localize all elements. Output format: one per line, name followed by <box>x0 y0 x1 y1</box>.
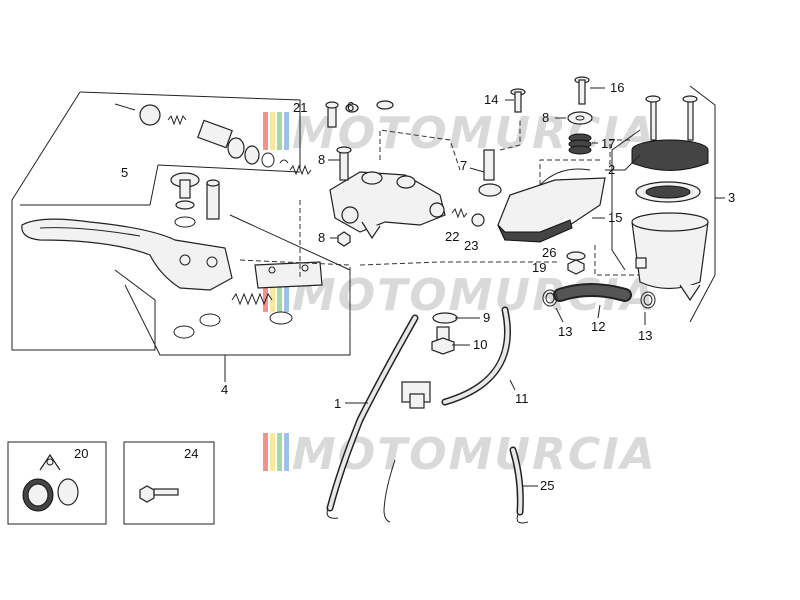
callout-labels: 1 2 3 4 5 6 7 8 8 8 9 10 11 12 13 13 14 … <box>121 80 735 493</box>
callout-8-washer: 8 <box>542 110 549 125</box>
reservoir-cover <box>497 168 606 243</box>
circlips <box>173 311 293 339</box>
callout-10: 10 <box>473 337 487 352</box>
callout-8-body: 8 <box>318 152 325 167</box>
reservoir-lid <box>631 139 709 171</box>
callout-15: 15 <box>608 210 622 225</box>
callout-6: 6 <box>347 99 354 114</box>
leader-lines <box>328 87 725 487</box>
guide-lines <box>239 120 640 340</box>
copper-washer-9 <box>432 312 458 324</box>
inset-box-24: 24 <box>123 441 215 525</box>
watermark-top: MOTOMURCIA <box>263 108 657 159</box>
reservoir-hose <box>553 283 632 302</box>
pivot-knob <box>170 172 200 228</box>
callout-16: 16 <box>610 80 624 95</box>
reservoir-tank <box>631 212 709 302</box>
callout-26: 26 <box>542 245 556 260</box>
brake-hose-1 <box>326 314 419 519</box>
callout-7: 7 <box>460 158 467 173</box>
lever-spring <box>231 292 273 306</box>
callout-1: 1 <box>334 396 341 411</box>
watermark-bottom: MOTOMURCIA <box>263 429 655 480</box>
washer-8 <box>567 111 593 125</box>
screw-16 <box>574 76 590 105</box>
callout-24: 24 <box>184 446 198 461</box>
callout-13-left: 13 <box>558 324 572 339</box>
cylinder-bolt-8-top <box>336 146 352 181</box>
watermark-middle: MOTOMURCIA <box>263 270 655 321</box>
washer-26 <box>566 251 586 261</box>
callout-5: 5 <box>121 165 128 180</box>
callout-23: 23 <box>464 238 478 253</box>
callout-4: 4 <box>221 382 228 397</box>
screw-14 <box>510 88 526 113</box>
watermark-text: MOTOMURCIA <box>292 108 657 159</box>
pivot-pin <box>206 179 220 220</box>
piston-assembly <box>114 103 312 176</box>
reservoir-diaphragm <box>635 181 701 203</box>
reservoir-group-outline <box>611 85 716 323</box>
inset-box-20: 20 <box>7 441 107 525</box>
brake-line-25 <box>509 446 529 524</box>
bellows-17 <box>568 133 592 155</box>
callout-12: 12 <box>591 319 605 334</box>
callout-11: 11 <box>515 391 529 406</box>
callout-21: 21 <box>293 100 307 115</box>
reservoir-screws <box>645 95 698 141</box>
callout-13-right: 13 <box>638 328 652 343</box>
master-cylinder-body <box>329 171 446 240</box>
fitting-19 <box>567 259 585 275</box>
cylinder-screw-6 <box>325 100 394 128</box>
hose-clamp-right <box>640 291 656 309</box>
brake-switch-wire-11 <box>401 306 511 409</box>
callout-20: 20 <box>74 446 88 461</box>
bleed-valve-22-23 <box>451 207 485 227</box>
lever-bracket <box>254 261 323 289</box>
banjo-bolt-10 <box>431 326 455 355</box>
lever-group-outline <box>11 91 351 382</box>
callout-19: 19 <box>532 260 546 275</box>
nut-8 <box>337 231 351 247</box>
brake-line-middle <box>383 459 396 523</box>
callout-14: 14 <box>484 92 498 107</box>
switch-7 <box>478 149 502 197</box>
callout-3: 3 <box>728 190 735 205</box>
callout-17: 17 <box>601 136 615 151</box>
callout-22: 22 <box>445 229 459 244</box>
callout-2: 2 <box>608 162 615 177</box>
callout-25: 25 <box>540 478 554 493</box>
callout-8-nut: 8 <box>318 230 325 245</box>
brake-lever <box>21 218 233 291</box>
hose-clamp-left <box>542 289 558 307</box>
callout-9: 9 <box>483 310 490 325</box>
